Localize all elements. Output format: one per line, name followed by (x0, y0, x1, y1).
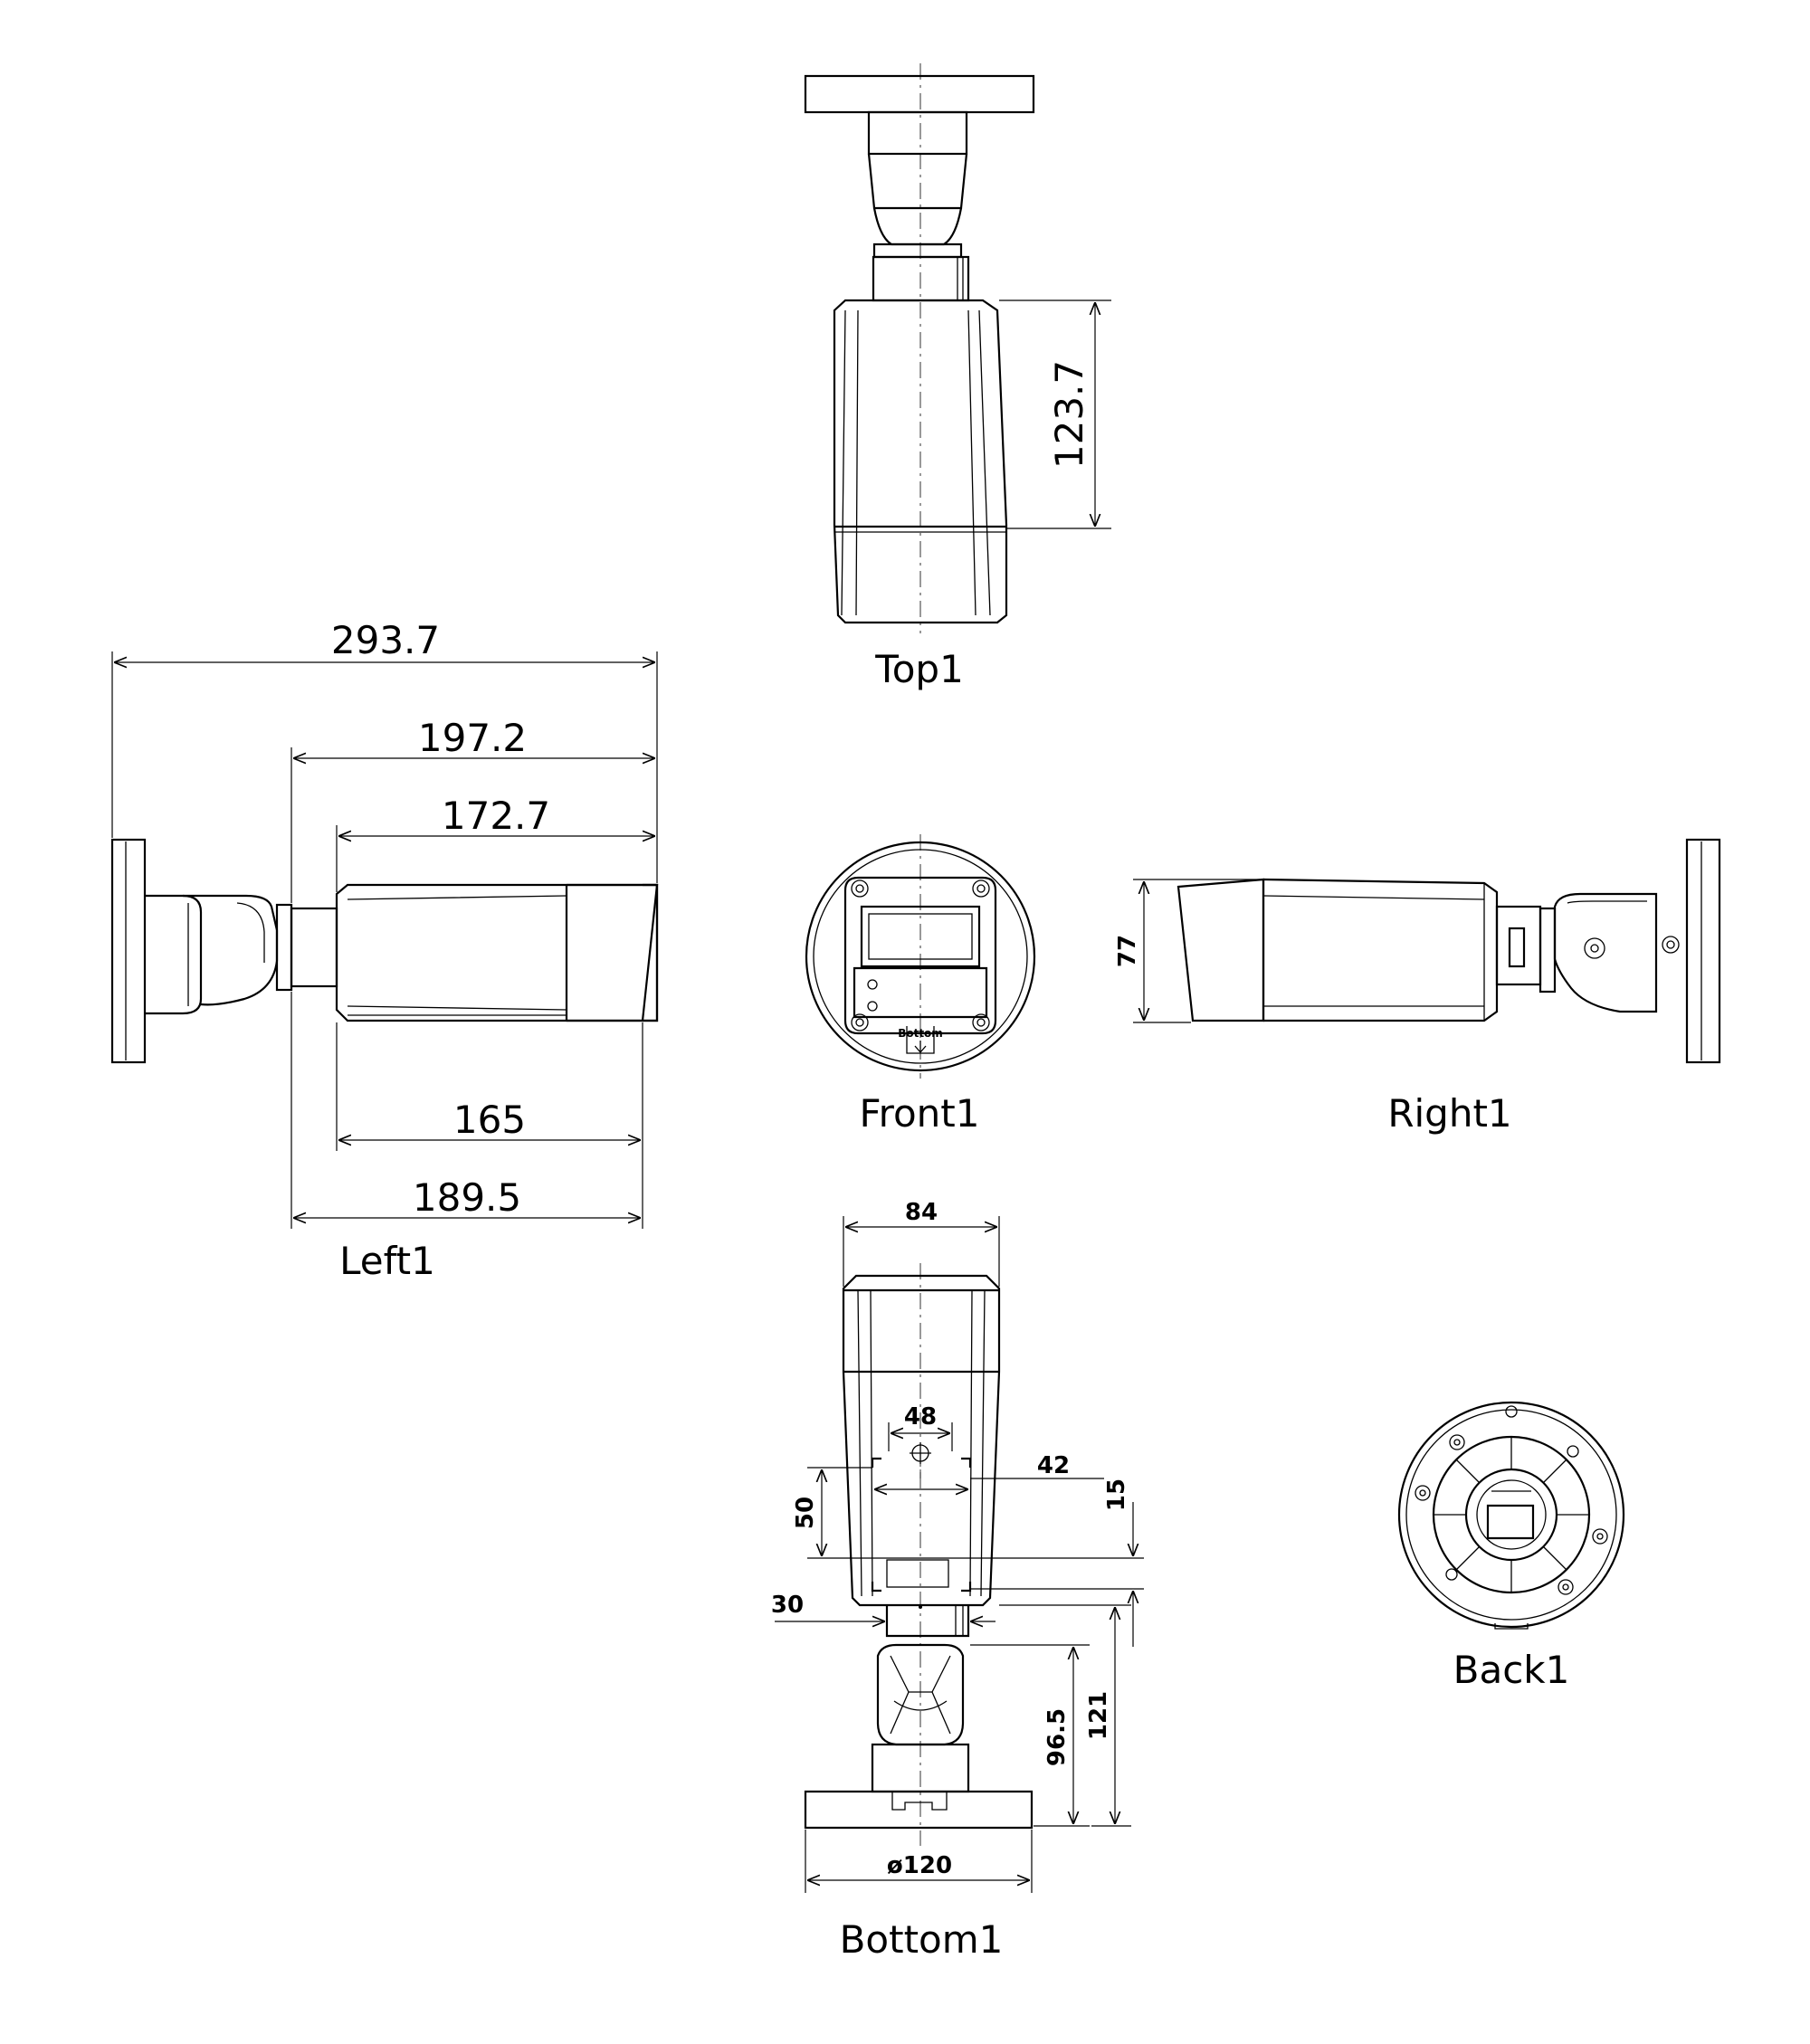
dim-bottom-label-width: 42 (1037, 1452, 1070, 1479)
dim-bottom-width: 84 (905, 1199, 938, 1226)
view-label-bottom: Bottom1 (840, 1917, 1004, 1962)
dim-bottom-hole-spacing: 48 (904, 1403, 937, 1431)
dim-left-body: 172.7 (442, 794, 550, 838)
dim-bottom-small-width: 30 (771, 1592, 804, 1619)
left-view: 293.7 197.2 172.7 165 189.5 Left1 (110, 618, 659, 1283)
dim-top-body-length: 123.7 (1047, 360, 1091, 469)
dim-base-diameter: ø120 (887, 1852, 952, 1879)
view-label-left: Left1 (339, 1239, 435, 1283)
view-label-top: Top1 (874, 647, 964, 691)
dim-left-overall: 293.7 (331, 618, 440, 662)
view-label-right: Right1 (1387, 1091, 1511, 1136)
dim-left-housing-with-neck: 189.5 (413, 1175, 521, 1220)
view-label-front: Front1 (860, 1091, 980, 1136)
front-view: Bottom Front1 (805, 834, 1036, 1136)
dim-left-body-with-neck: 197.2 (418, 716, 527, 760)
front-bottom-marking: Bottom (898, 1027, 943, 1040)
back-view: Back1 (1397, 1401, 1625, 1692)
bottom-view: 84 48 42 50 15 30 96.5 121 (771, 1199, 1144, 1962)
dim-right-height: 77 (1114, 935, 1141, 967)
dim-bottom-label-height: 50 (792, 1497, 819, 1529)
dim-left-housing: 165 (453, 1098, 526, 1142)
dim-bottom-mount-height: 96.5 (1043, 1708, 1071, 1766)
dim-bottom-offset: 15 (1103, 1478, 1130, 1511)
dim-bottom-mount-total: 121 (1085, 1691, 1112, 1740)
view-label-back: Back1 (1453, 1648, 1570, 1692)
right-view: 77 Right1 (1114, 838, 1721, 1136)
top-view: 123.7 Top1 (804, 63, 1111, 691)
